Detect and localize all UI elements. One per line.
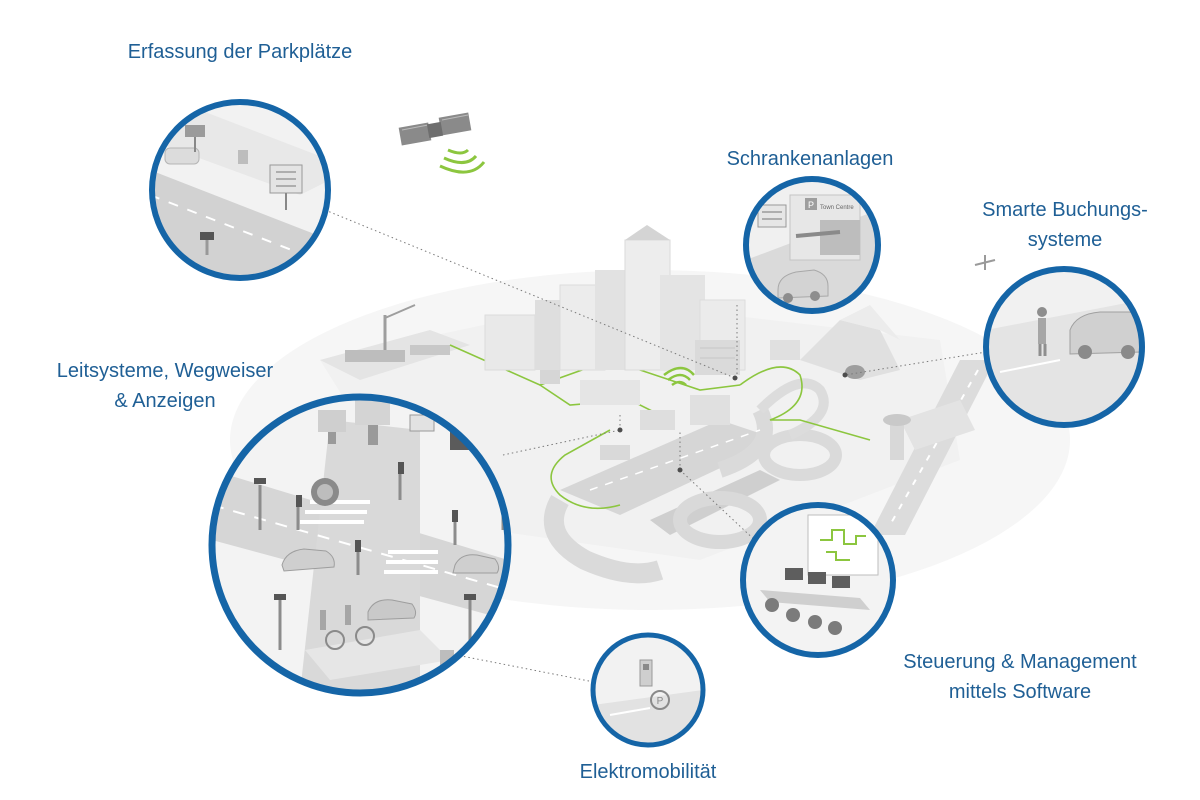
barrier-destination-sign: Town Centre	[820, 205, 854, 211]
label-parking-detection-text: Erfassung der Parkplätze	[127, 41, 353, 63]
barrier-parking-sign: P	[808, 200, 814, 210]
control-room-detail	[740, 502, 896, 658]
smart-booking-detail	[983, 266, 1145, 428]
label-smart-booking: Smarte Buchungs- systeme	[940, 195, 1190, 255]
label-e-mobility-text: Elektromobilität	[579, 761, 717, 783]
e-mobility-detail: P	[590, 632, 706, 748]
label-software-control: Steuerung & Management mittels Software	[860, 647, 1180, 707]
label-barrier-systems-text: Schrankenanlagen	[726, 148, 894, 170]
label-barrier-systems: Schrankenanlagen	[680, 144, 940, 174]
label-guidance-systems-line1: Leitsysteme, Wegweiser	[56, 360, 274, 382]
airport-runway	[870, 360, 995, 535]
label-e-mobility: Elektromobilität	[520, 757, 776, 787]
label-software-control-line1: Steuerung & Management	[903, 651, 1137, 673]
label-smart-booking-line1: Smarte Buchungs-	[982, 199, 1148, 221]
parking-detection-detail	[149, 99, 331, 281]
connector-dots	[617, 372, 848, 473]
harbour	[320, 304, 470, 380]
road-network	[543, 378, 842, 584]
mountains	[800, 305, 900, 380]
city-buildings	[484, 225, 800, 460]
label-guidance-systems-line2: & Anzeigen	[114, 390, 216, 412]
label-guidance-systems: Leitsysteme, Wegweiser & Anzeigen	[10, 356, 320, 416]
charging-spot-sign: P	[657, 696, 664, 707]
label-parking-detection: Erfassung der Parkplätze	[70, 37, 410, 67]
guidance-signage-detail	[208, 393, 512, 697]
barrier-system-detail: P Town Centre	[743, 176, 881, 314]
wifi-signal-icon	[663, 366, 695, 387]
drone-icon	[974, 255, 996, 270]
label-software-control-line2: mittels Software	[948, 681, 1092, 703]
label-smart-booking-line2: systeme	[1027, 229, 1103, 251]
satellite-icon	[398, 112, 486, 174]
